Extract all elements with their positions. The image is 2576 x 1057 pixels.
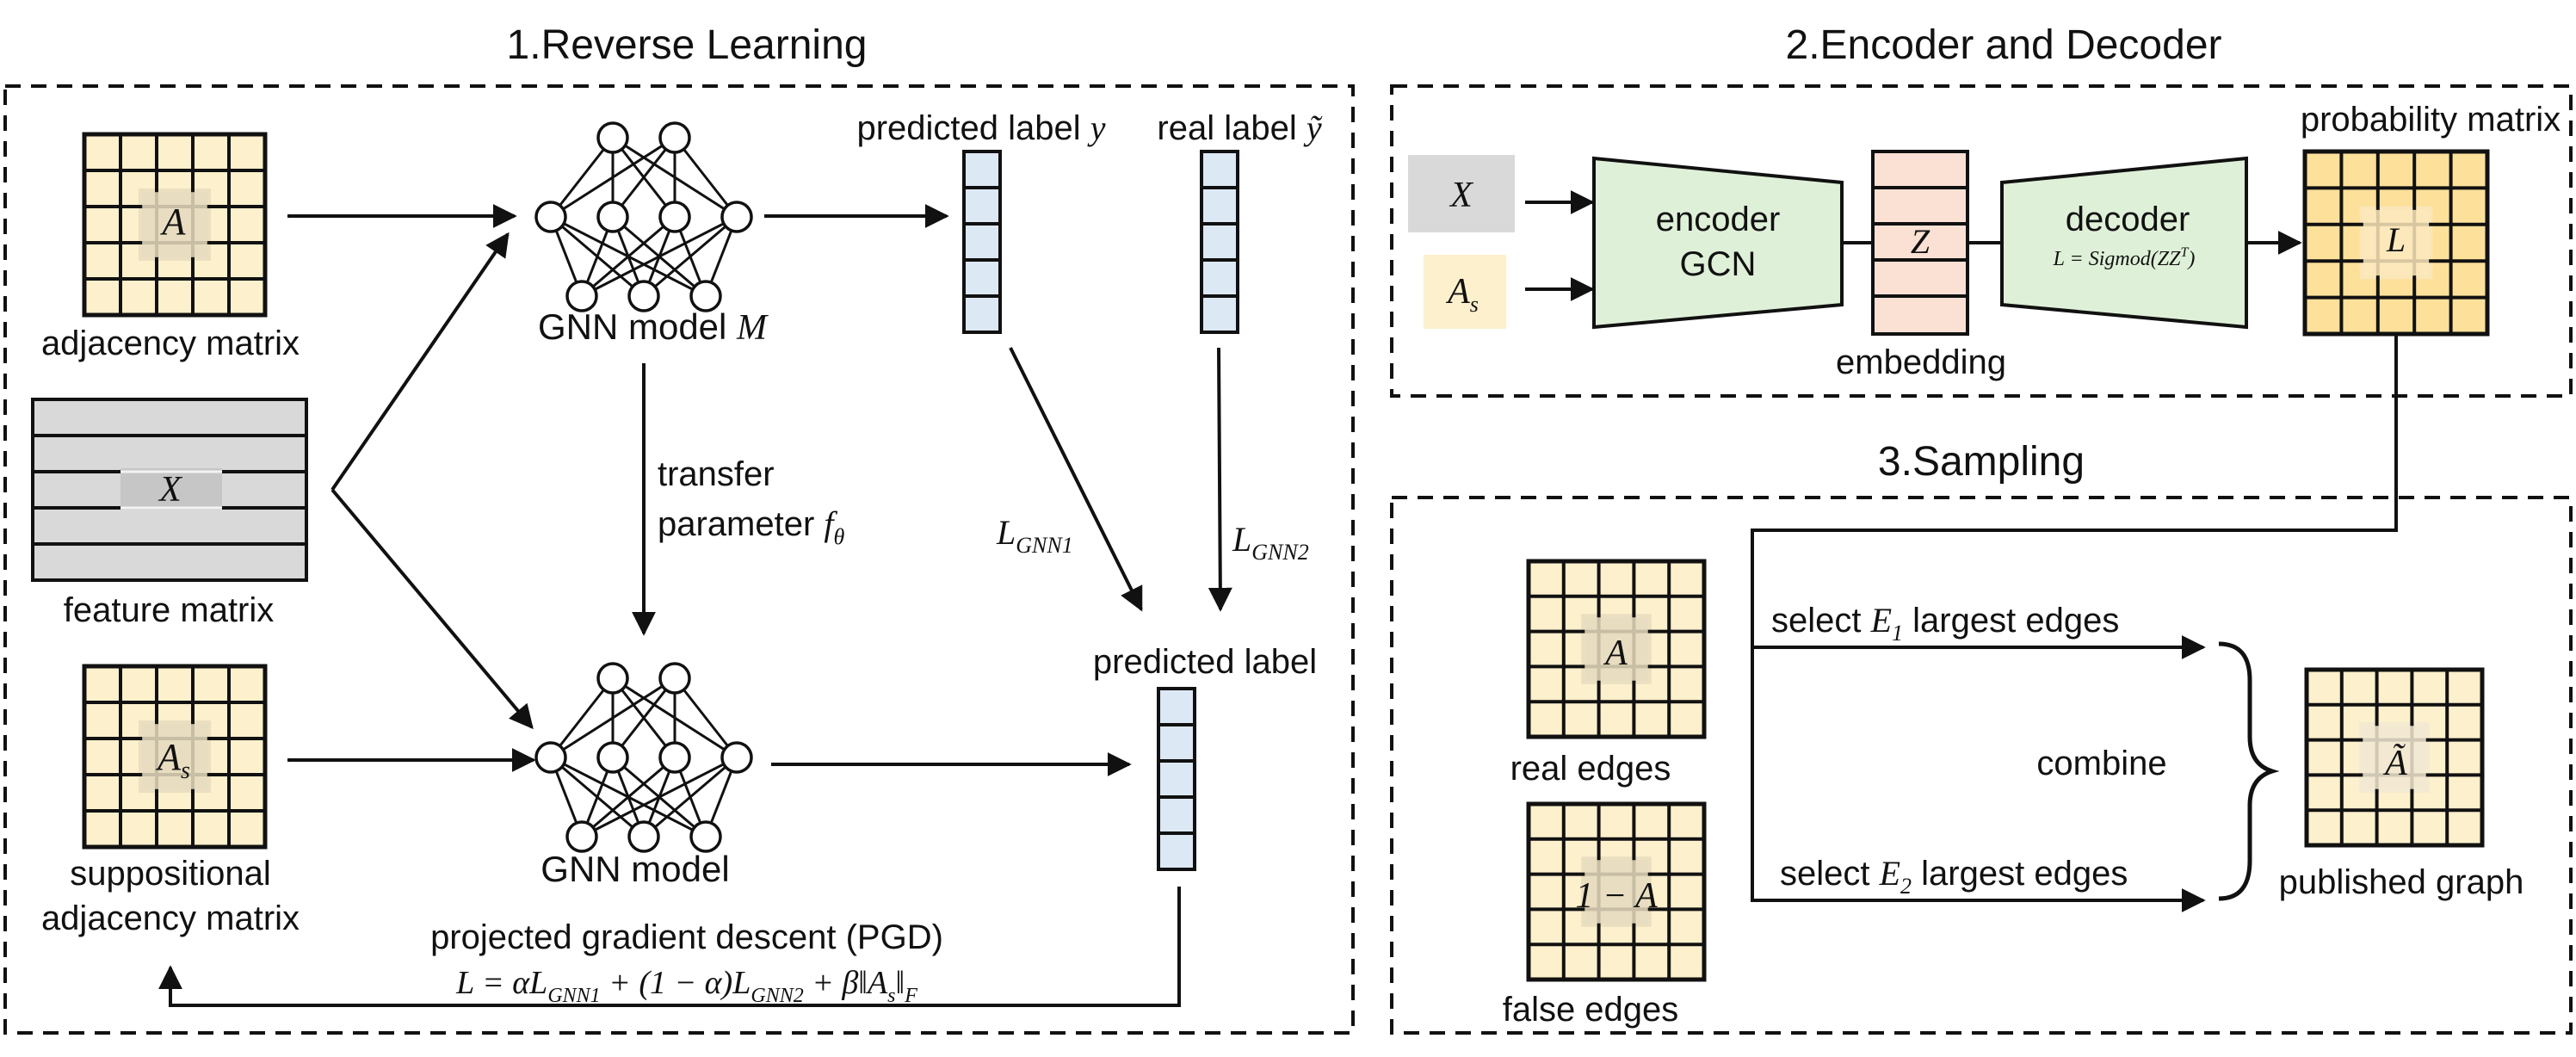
suppositional-matrix <box>82 664 268 850</box>
encoder-block <box>1592 156 1844 330</box>
encoder-decoder-title: 2.Encoder and Decoder <box>1786 22 2222 68</box>
input-x-symbol: X <box>1449 176 1474 215</box>
real-edges-symbol: A <box>1603 634 1628 673</box>
sampling-title: 3.Sampling <box>1878 439 2085 485</box>
gnn-model-bottom <box>534 662 753 853</box>
decoder-block <box>2000 156 2248 330</box>
sampling-box <box>1390 496 2573 1035</box>
adjacency-label: adjacency matrix <box>41 325 300 362</box>
input-x-box <box>1408 155 1515 232</box>
published-graph-matrix <box>2304 667 2485 848</box>
select1-label: select E1 largest edges <box>1771 601 2119 646</box>
probability-label: probability matrix <box>2301 101 2561 139</box>
false-edges-matrix <box>1526 801 1707 982</box>
combine-brace <box>2218 641 2280 901</box>
predicted-label-vector-bottom <box>1157 687 1196 871</box>
pgd-formula: L = αLGNN1 + (1 − α)LGNN2 + β‖As‖F <box>455 965 917 1007</box>
adjacency-matrix <box>82 132 268 318</box>
real-label: real label ỹ <box>1157 108 1322 147</box>
transfer-label-2: parameter fθ <box>658 504 845 549</box>
suppositional-label-1: suppositional <box>70 855 271 893</box>
published-label: published graph <box>2279 863 2524 901</box>
adjacency-symbol: A <box>160 201 187 243</box>
feature-label: feature matrix <box>64 591 275 629</box>
encoder-decoder-box <box>1390 84 2573 398</box>
loss-gnn1: LGNN1 <box>996 513 1073 558</box>
transfer-label-1: transfer <box>658 455 775 493</box>
input-as-box <box>1424 255 1506 329</box>
predicted-label-y: predicted label y <box>856 108 1105 147</box>
feature-symbol: X <box>158 470 183 510</box>
embedding-symbol: Z <box>1911 222 1930 261</box>
section1-arrows <box>158 204 1232 1007</box>
suppositional-symbol: As <box>155 736 190 784</box>
reverse-learning-title: 1.Reverse Learning <box>507 22 868 68</box>
gnn-model-top-label: GNN model M <box>538 306 769 348</box>
suppositional-label-2: adjacency matrix <box>41 899 300 937</box>
predicted-label-vector <box>962 150 1002 334</box>
loss-gnn2: LGNN2 <box>1232 520 1309 565</box>
section2-input-arrows <box>1525 190 1595 301</box>
gnn-model-bottom-label: GNN model <box>541 849 729 889</box>
real-label-vector <box>1200 150 1239 334</box>
combine-label: combine <box>2036 745 2166 782</box>
input-as-symbol: As <box>1445 272 1479 317</box>
encoder-label: encoder <box>1656 201 1781 238</box>
real-edges-label: real edges <box>1510 750 1671 788</box>
prob-to-sampling-connector <box>1751 332 2398 912</box>
predicted-label-bottom: predicted label <box>1093 643 1317 681</box>
probability-symbol: L <box>2386 220 2406 259</box>
encoder-gcn-label: GCN <box>1680 245 1757 283</box>
pgd-label: projected gradient descent (PGD) <box>430 918 943 956</box>
real-edges-matrix <box>1526 559 1707 739</box>
decoder-label: decoder <box>2066 201 2190 238</box>
feature-matrix <box>31 398 308 582</box>
published-symbol: Ã <box>2382 744 2407 783</box>
gnn-model-top <box>534 121 753 312</box>
decoder-formula: L = Sigmod(ZZT) <box>2053 245 2196 270</box>
select2-label: select E2 largest edges <box>1780 854 2128 899</box>
embedding-vector <box>1871 150 1969 336</box>
false-edges-label: false edges <box>1503 991 1679 1029</box>
probability-matrix <box>2302 149 2490 337</box>
embedding-label: embedding <box>1836 343 2006 381</box>
reverse-learning-box <box>3 84 1355 1035</box>
false-edges-symbol: 1 − A <box>1575 876 1658 916</box>
